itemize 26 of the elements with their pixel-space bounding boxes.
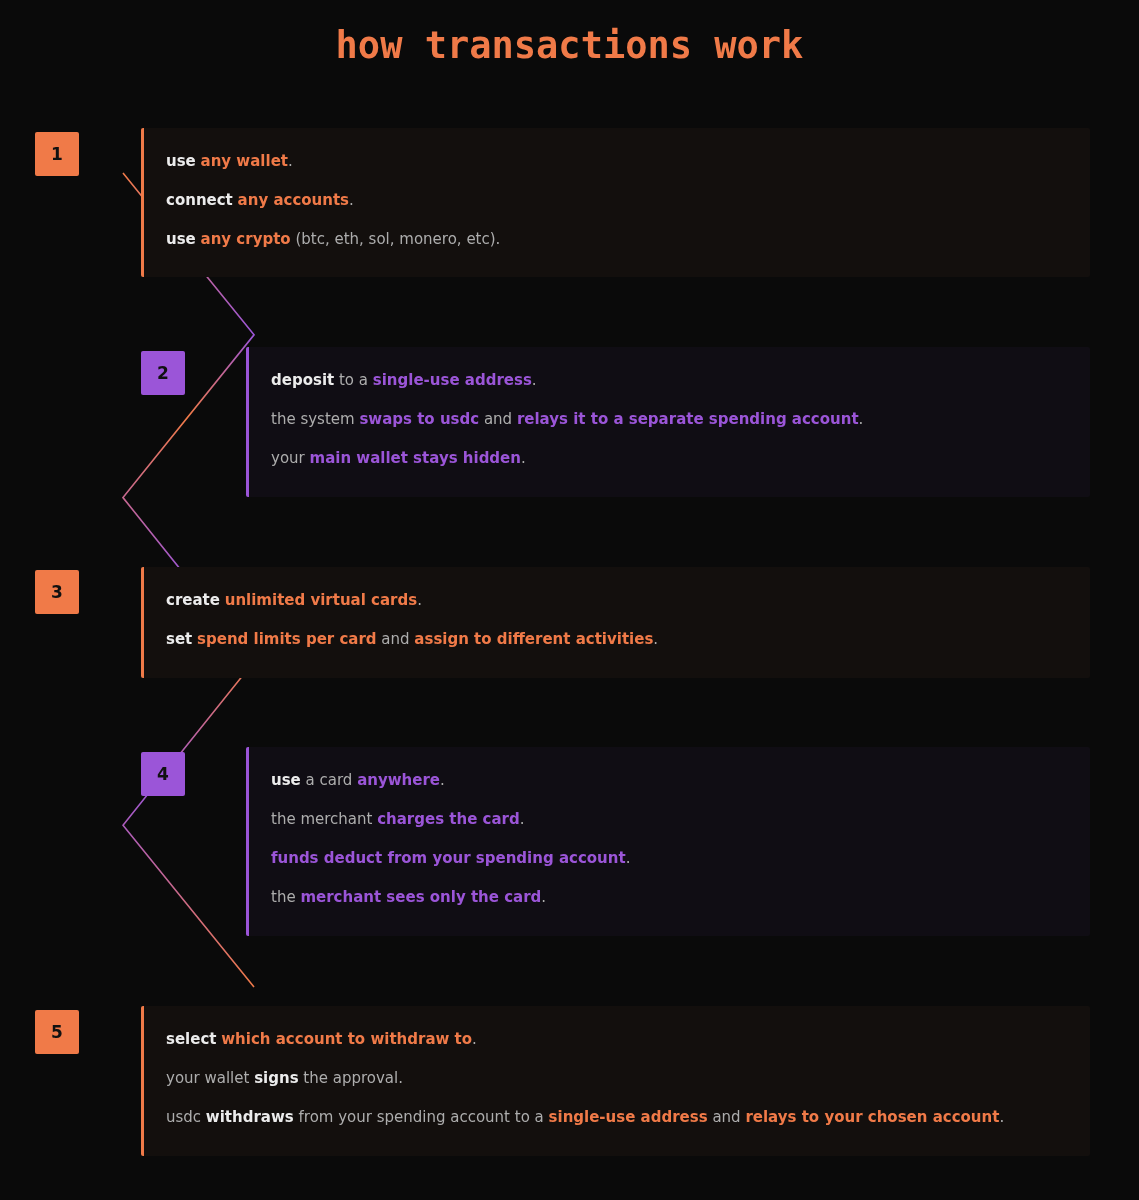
step-text: your main wallet stays hidden. — [271, 448, 527, 469]
step-number: 4 — [141, 752, 185, 796]
step-text: the merchant charges the card. — [271, 809, 526, 830]
step-text: set spend limits per card and assign to different activities. — [166, 629, 660, 650]
step-card — [246, 347, 1090, 497]
step-text: the system swaps to usdc and relays it to a separate spending account. — [271, 409, 865, 430]
step-card — [141, 567, 1090, 678]
step-text: use a card anywhere. — [271, 770, 446, 791]
step-text: funds deduct from your spending account. — [271, 848, 632, 869]
step-text: use any wallet. — [166, 151, 294, 172]
step-card — [141, 128, 1090, 277]
step-text: deposit to a single-use address. — [271, 370, 538, 391]
step-text: create unlimited virtual cards. — [166, 590, 423, 611]
step-card — [246, 747, 1090, 936]
step-number: 3 — [35, 570, 79, 614]
step-number: 1 — [35, 132, 79, 176]
step-text: select which account to withdraw to. — [166, 1029, 478, 1050]
step-number: 2 — [141, 351, 185, 395]
step-text: use any crypto (btc, eth, sol, monero, etc). — [166, 229, 502, 250]
step-text: the merchant sees only the card. — [271, 887, 548, 908]
step-number: 5 — [35, 1010, 79, 1054]
step-text: your wallet signs the approval. — [166, 1068, 404, 1089]
step-text: usdc withdraws from your spending account to a single-use address and relays to your chosen account. — [166, 1107, 1006, 1128]
step-text: connect any accounts. — [166, 190, 355, 211]
title: how transactions work — [334, 24, 805, 67]
step-card — [141, 1006, 1090, 1156]
